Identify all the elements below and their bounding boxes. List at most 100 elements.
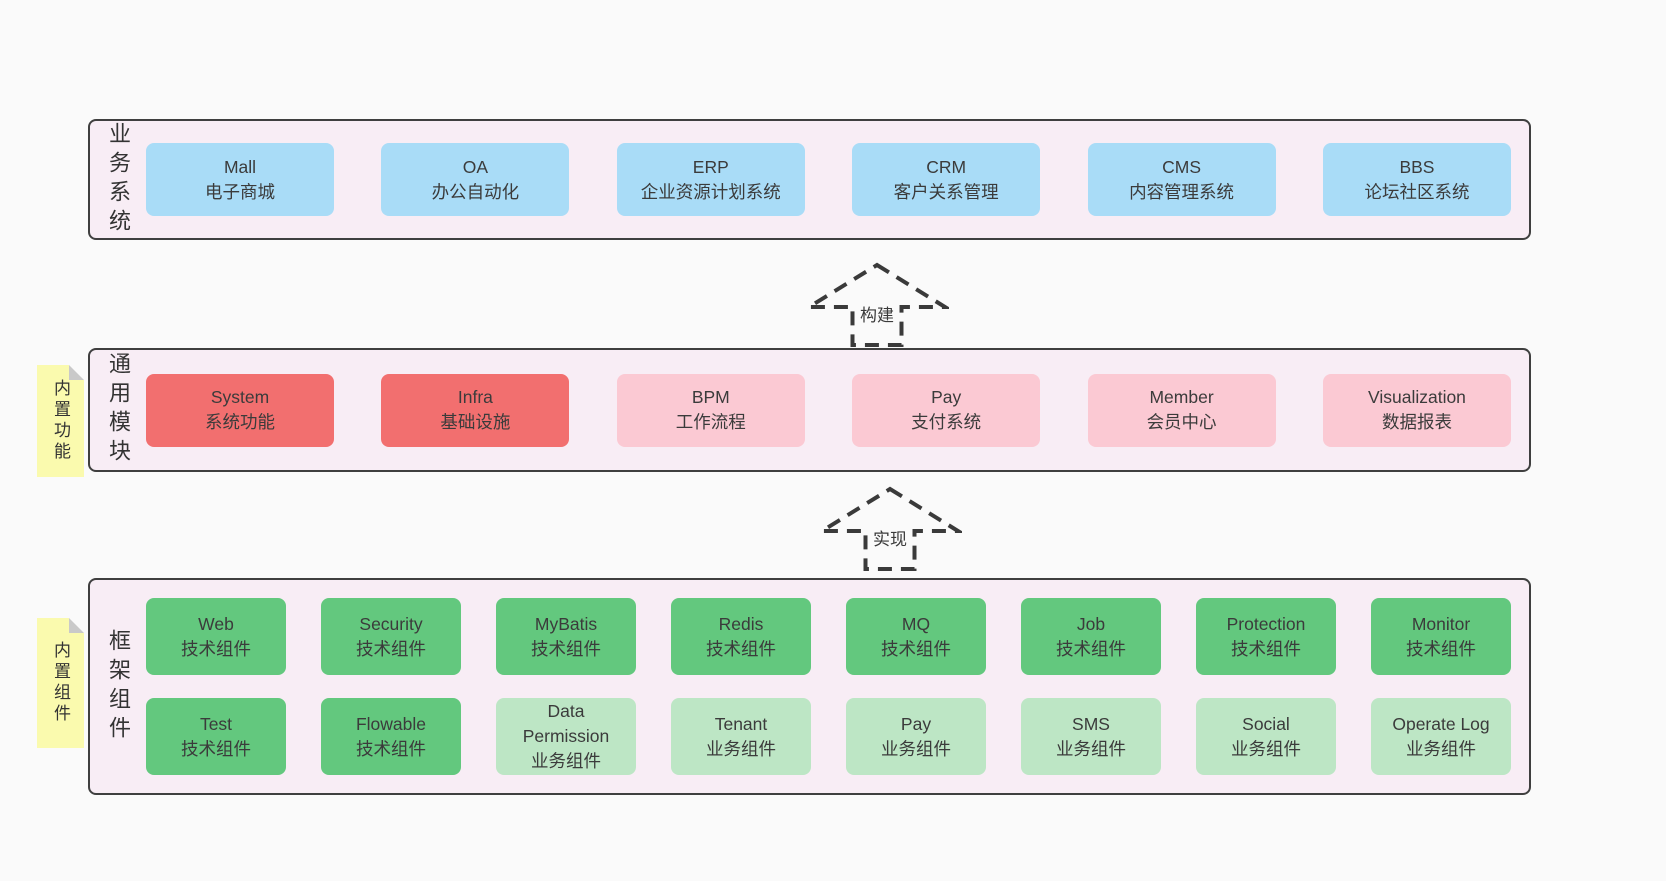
- box-name: Member: [1149, 387, 1214, 407]
- note-built-in-features: 内置功能: [37, 365, 84, 477]
- box-name: Security: [359, 613, 423, 634]
- build-arrow-label: 构建: [857, 304, 897, 327]
- box-name: Pay: [931, 387, 962, 407]
- box-desc: 论坛社区系统: [1364, 181, 1470, 202]
- section-label-modules: 通用模块: [106, 352, 131, 468]
- box-desc: 企业资源计划系统: [640, 181, 781, 202]
- box-flowable: Flowable 技术组件: [321, 698, 461, 775]
- box-name: Protection: [1226, 613, 1306, 634]
- note-built-in-components: 内置组件: [37, 618, 84, 748]
- box-name: Pay: [900, 713, 932, 734]
- box-desc: 业务组件: [1056, 738, 1126, 759]
- box-oa: OA 办公自动化: [381, 143, 570, 216]
- box-protection: Protection 技术组件: [1196, 598, 1336, 675]
- section-label-business: 业务系统: [106, 121, 131, 238]
- box-name: MyBatis: [534, 613, 598, 634]
- box-desc: 基础设施: [440, 412, 511, 432]
- box-name: BBS: [1399, 156, 1435, 177]
- box-name: Job: [1076, 613, 1106, 634]
- section-label-framework: 框架组件: [106, 628, 131, 745]
- box-desc: 支付系统: [911, 412, 982, 432]
- dashed-up-arrow-icon: [805, 262, 949, 347]
- box-job: Job 技术组件: [1021, 598, 1161, 675]
- box-name: Visualization: [1367, 387, 1466, 407]
- business-row: Mall 电子商城 OA 办公自动化 ERP 企业资源计划系统 CRM 客户关系…: [146, 143, 1511, 216]
- section-common-modules: 通用模块 System 系统功能 Infra 基础设施 BPM 工作流程 Pay…: [88, 348, 1531, 472]
- box-monitor: Monitor 技术组件: [1371, 598, 1511, 675]
- box-desc: 业务组件: [531, 751, 601, 771]
- box-desc: 办公自动化: [431, 181, 520, 202]
- section-business-systems: 业务系统 Mall 电子商城 OA 办公自动化 ERP 企业资源计划系统 CRM…: [88, 119, 1531, 240]
- box-web: Web 技术组件: [146, 598, 286, 675]
- box-operate-log: Operate Log 业务组件: [1371, 698, 1511, 775]
- box-name: MQ: [901, 613, 931, 634]
- box-security: Security 技术组件: [321, 598, 461, 675]
- box-desc: 内容管理系统: [1129, 181, 1235, 202]
- box-desc: 业务组件: [1406, 738, 1476, 759]
- box-bbs: BBS 论坛社区系统: [1322, 143, 1511, 216]
- box-name: Test: [199, 713, 233, 734]
- box-mall: Mall 电子商城: [146, 143, 334, 216]
- box-redis: Redis 技术组件: [671, 598, 811, 675]
- box-name: ERP: [692, 156, 729, 177]
- box-desc: 技术组件: [181, 638, 251, 659]
- box-desc: 客户关系管理: [893, 181, 999, 202]
- implement-arrow-label: 实现: [870, 528, 910, 551]
- box-infra: Infra 基础设施: [381, 373, 570, 447]
- box-name: Flowable: [355, 713, 427, 734]
- box-name: Tenant: [714, 713, 768, 734]
- modules-row: System 系统功能 Infra 基础设施 BPM 工作流程 Pay 支付系统…: [146, 373, 1511, 447]
- dashed-up-arrow-icon: [818, 486, 962, 571]
- box-erp: ERP 企业资源计划系统: [616, 143, 805, 216]
- box-name: Operate Log: [1392, 713, 1490, 734]
- box-desc: 技术组件: [1406, 638, 1476, 659]
- box-desc: 业务组件: [881, 738, 951, 759]
- box-member: Member 会员中心: [1087, 373, 1276, 447]
- box-name: Mall: [223, 156, 257, 177]
- box-mybatis: MyBatis 技术组件: [496, 598, 636, 675]
- box-desc: 技术组件: [881, 638, 951, 659]
- framework-row-2: Test 技术组件 Flowable 技术组件 Data Permission …: [146, 698, 1511, 775]
- box-name: Monitor: [1411, 613, 1471, 634]
- box-name: Redis: [718, 613, 764, 634]
- box-data-permission: Data Permission 业务组件: [496, 698, 636, 775]
- box-desc: 技术组件: [1231, 638, 1301, 659]
- section-framework-components: 框架组件 Web 技术组件 Security 技术组件 MyBatis 技术组件…: [88, 578, 1531, 795]
- box-desc: 会员中心: [1146, 412, 1217, 432]
- box-pay-component: Pay 业务组件: [846, 698, 986, 775]
- box-desc: 技术组件: [531, 638, 601, 659]
- box-system: System 系统功能: [146, 373, 334, 447]
- implement-arrow-up: 实现: [818, 486, 962, 572]
- box-name: OA: [462, 156, 489, 177]
- framework-rows: Web 技术组件 Security 技术组件 MyBatis 技术组件 Redi…: [146, 598, 1529, 775]
- box-sms: SMS 业务组件: [1021, 698, 1161, 775]
- box-tenant: Tenant 业务组件: [671, 698, 811, 775]
- box-desc: 业务组件: [1231, 738, 1301, 759]
- box-name: CRM: [926, 156, 967, 177]
- framework-row-1: Web 技术组件 Security 技术组件 MyBatis 技术组件 Redi…: [146, 598, 1511, 675]
- box-test: Test 技术组件: [146, 698, 286, 775]
- box-desc: 系统功能: [205, 412, 275, 432]
- build-arrow-up: 构建: [805, 262, 949, 348]
- box-cms: CMS 内容管理系统: [1087, 143, 1276, 216]
- box-desc: 数据报表: [1381, 412, 1452, 432]
- box-social: Social 业务组件: [1196, 698, 1336, 775]
- box-name: Data Permission: [522, 701, 610, 746]
- box-mq: MQ 技术组件: [846, 598, 986, 675]
- box-bpm: BPM 工作流程: [616, 373, 805, 447]
- box-desc: 技术组件: [181, 738, 251, 759]
- box-desc: 技术组件: [706, 638, 776, 659]
- box-name: Infra: [457, 387, 493, 407]
- box-desc: 业务组件: [706, 738, 776, 759]
- box-name: CMS: [1162, 156, 1201, 177]
- box-name: System: [210, 387, 270, 407]
- modules-rows: System 系统功能 Infra 基础设施 BPM 工作流程 Pay 支付系统…: [146, 373, 1529, 447]
- box-visualization: Visualization 数据报表: [1322, 373, 1511, 447]
- box-desc: 工作流程: [675, 412, 746, 432]
- box-pay: Pay 支付系统: [852, 373, 1041, 447]
- box-crm: CRM 客户关系管理: [852, 143, 1041, 216]
- box-name: BPM: [691, 387, 730, 407]
- box-name: Web: [198, 613, 234, 634]
- box-desc: 电子商城: [205, 181, 275, 202]
- box-desc: 技术组件: [356, 638, 426, 659]
